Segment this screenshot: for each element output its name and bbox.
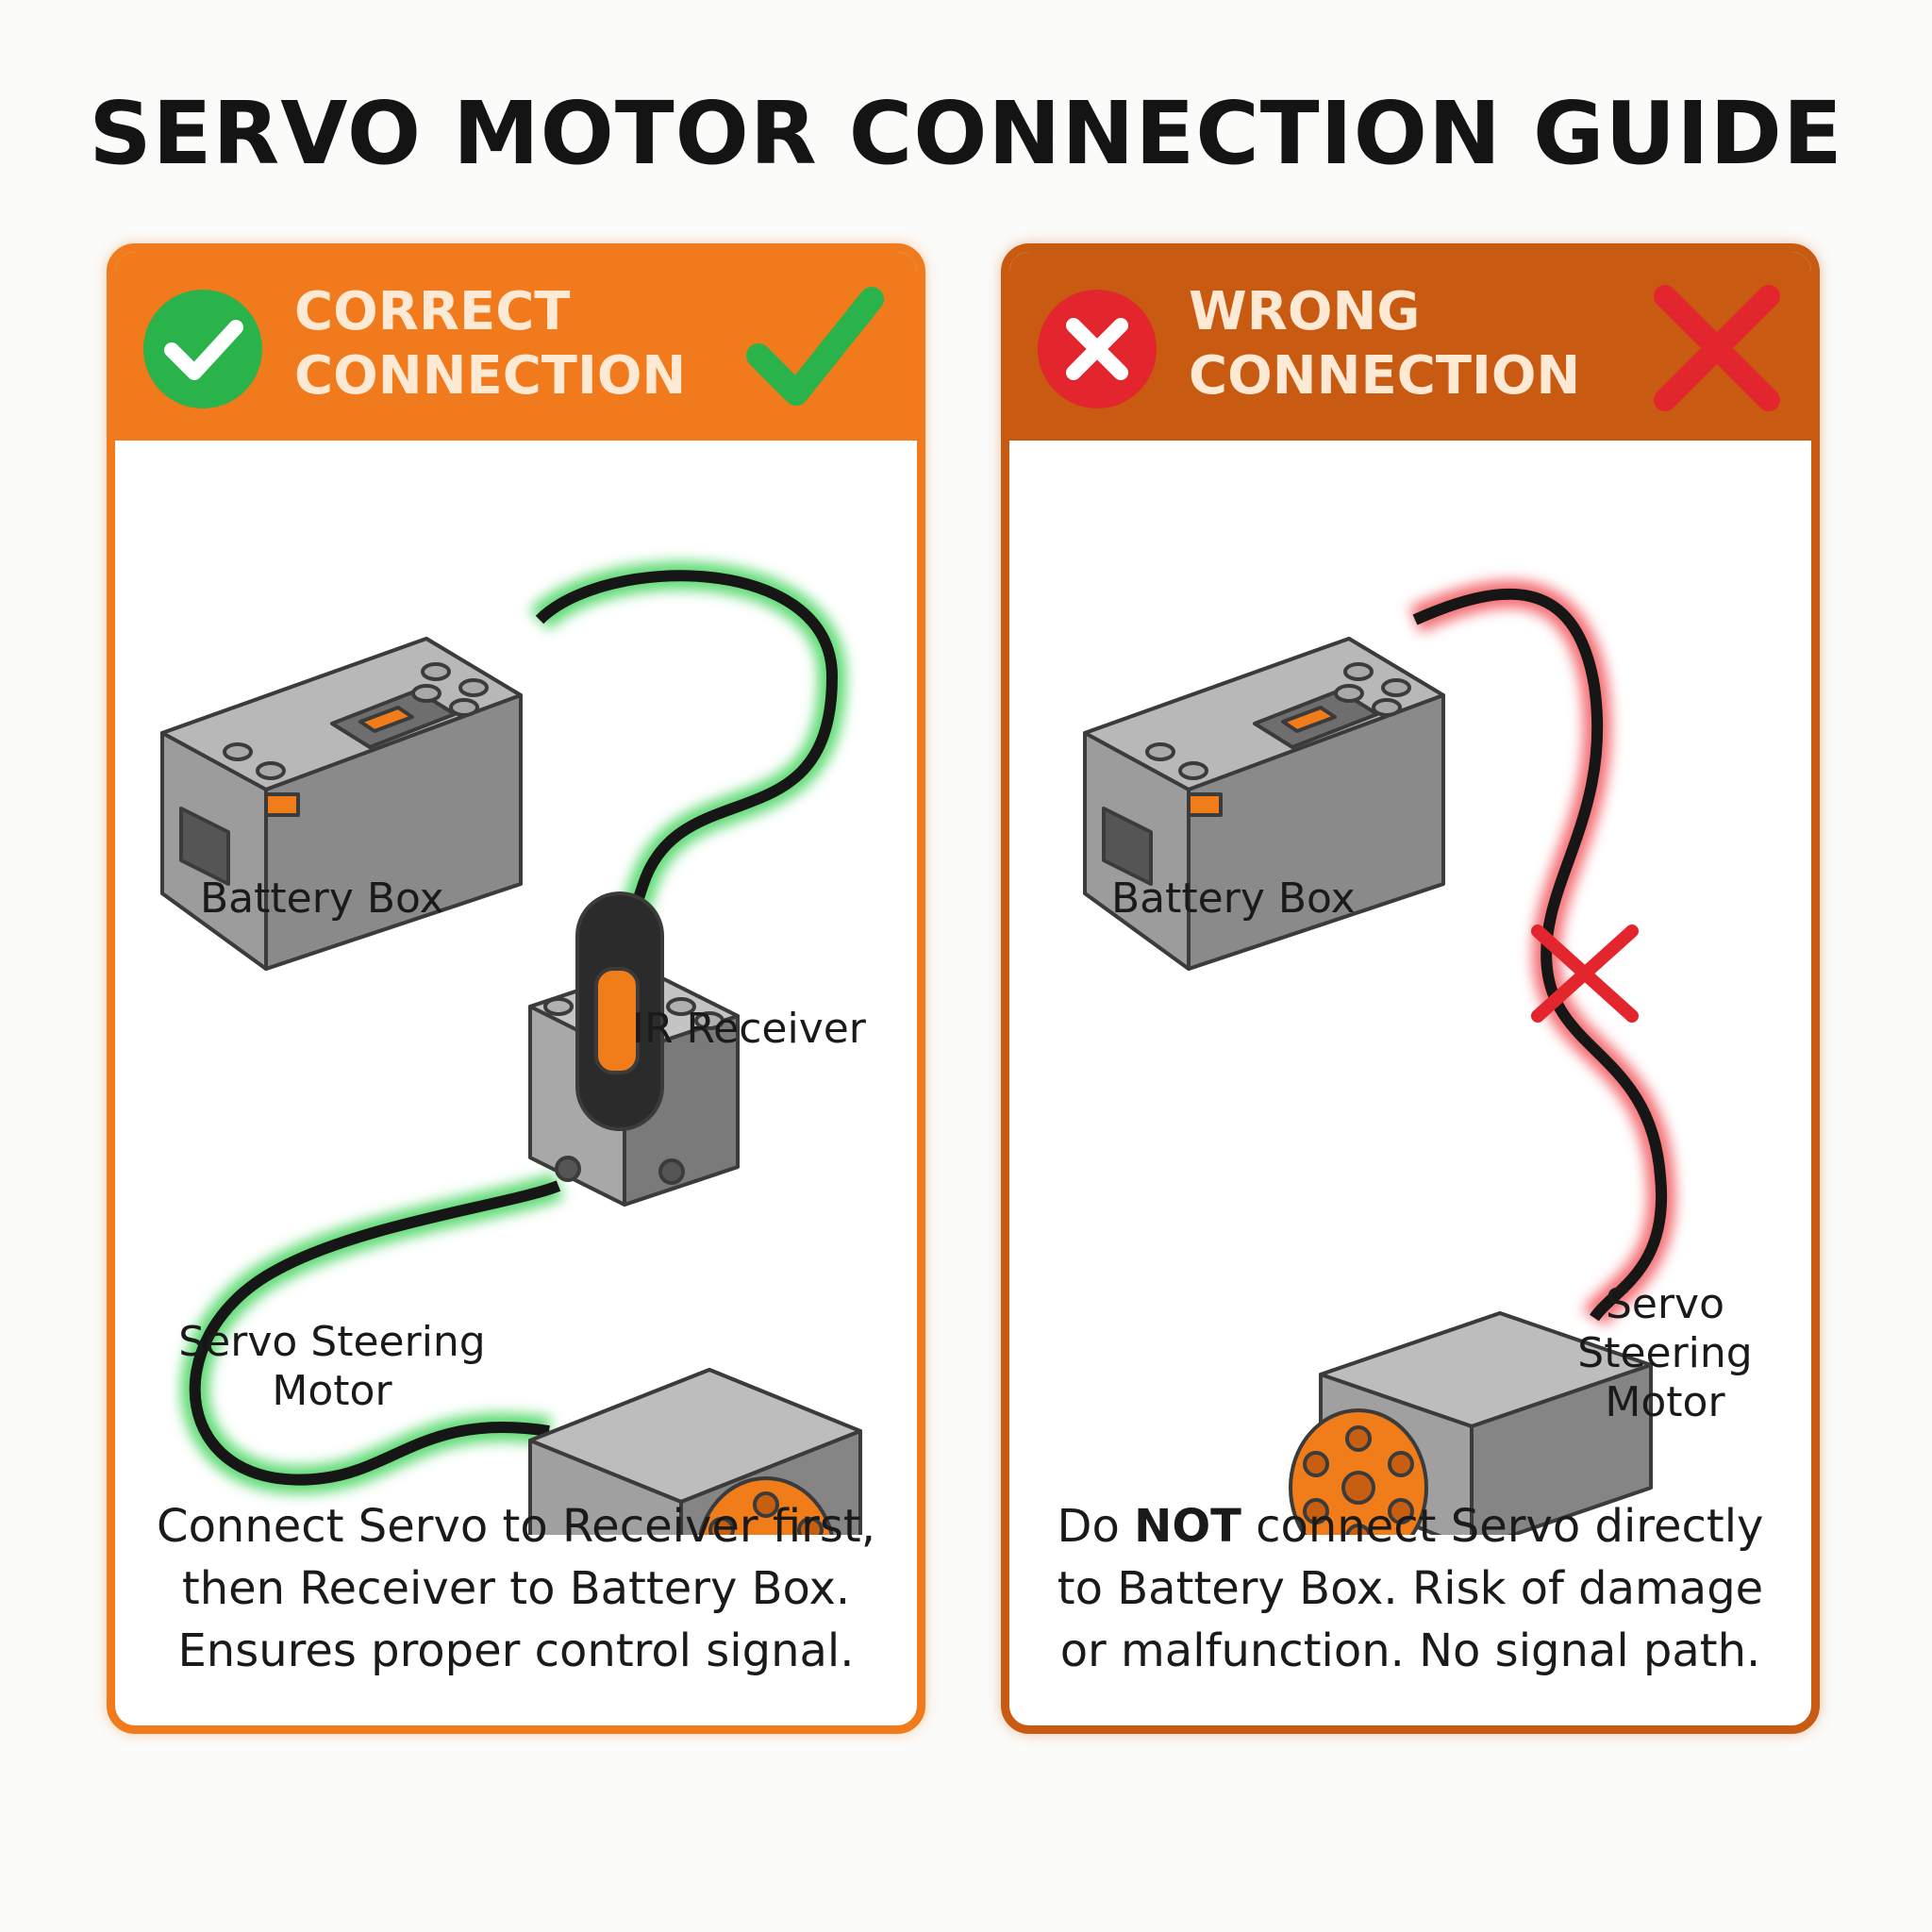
wrong-connection-panel: WRONG CONNECTION xyxy=(1001,243,1820,1734)
battery-box-label: Battery Box xyxy=(1111,874,1356,923)
wrong-caption: Do NOT connect Servo directly to Battery… xyxy=(1028,1495,1792,1682)
cable-break-cross-icon xyxy=(1531,924,1639,1023)
wrong-header-line-2: CONNECTION xyxy=(1189,345,1581,407)
ir-receiver-illustration xyxy=(528,891,740,1207)
wrong-caption-after: connect Servo directly to Battery Box. R… xyxy=(1057,1500,1764,1677)
battery-box-illustration xyxy=(1083,637,1445,971)
correct-connection-panel: CORRECT CONNECTION xyxy=(107,243,925,1734)
ir-receiver-label: IR Receiver xyxy=(632,1005,866,1053)
checkmark-icon xyxy=(746,287,884,406)
check-circle-icon xyxy=(143,290,262,408)
servo-motor-illustration xyxy=(528,1368,862,1535)
wrong-cable xyxy=(1412,588,1668,1322)
wrong-cable-glow xyxy=(1408,579,1676,1327)
x-circle-icon xyxy=(1038,290,1157,408)
cross-icon xyxy=(1654,285,1780,411)
servo-motor-label: Servo Steering Motor xyxy=(1577,1280,1753,1426)
wrong-caption-before: Do xyxy=(1057,1500,1135,1553)
correct-wiring-illustration xyxy=(160,561,862,1535)
wrong-header-line-1: WRONG xyxy=(1189,281,1421,342)
correct-cable xyxy=(189,570,839,1486)
wrong-caption-bold: NOT xyxy=(1134,1500,1241,1553)
correct-header-line-2: CONNECTION xyxy=(294,345,687,407)
battery-box-illustration xyxy=(160,637,523,971)
servo-motor-label: Servo Steering Motor xyxy=(178,1318,486,1415)
wrong-header-title: WRONG CONNECTION xyxy=(1189,280,1641,408)
correct-panel-header: CORRECT CONNECTION xyxy=(115,252,917,441)
correct-caption: Connect Servo to Receiver first, then Re… xyxy=(157,1500,875,1677)
servo-motor-illustration xyxy=(1289,1311,1653,1535)
correct-header-line-1: CORRECT xyxy=(294,281,571,342)
wrong-wiring-illustration xyxy=(1083,579,1676,1535)
page-title: SERVO MOTOR CONNECTION GUIDE xyxy=(89,83,1843,184)
correct-header-title: CORRECT CONNECTION xyxy=(294,280,747,408)
wrong-panel-header: WRONG CONNECTION xyxy=(1009,252,1811,441)
battery-box-label: Battery Box xyxy=(200,874,444,923)
